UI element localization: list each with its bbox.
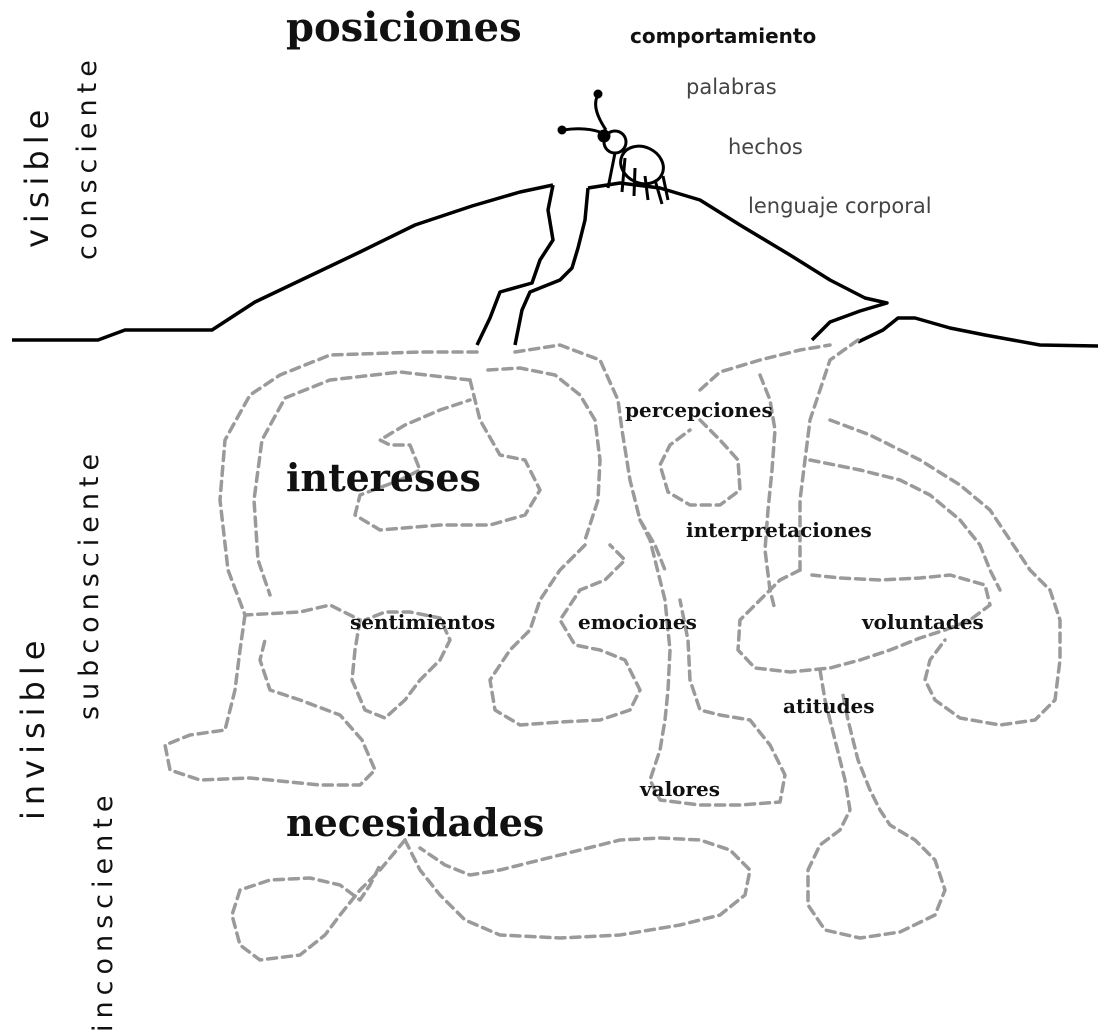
tunnel-intereses-pocket <box>513 343 667 572</box>
blob-emociones <box>488 543 642 727</box>
label-percepciones: percepciones <box>625 398 773 422</box>
tunnel-atitudes <box>806 668 947 940</box>
label-voluntades: voluntades <box>862 610 984 634</box>
label-valores: valores <box>640 777 721 801</box>
label-palabras: palabras <box>686 75 777 99</box>
label-visible: visible <box>18 103 56 248</box>
label-inconsciente: inconsciente <box>88 789 119 1032</box>
tunnel-intereses-inner <box>252 370 472 597</box>
tunnel-voluntades-right <box>808 458 1002 592</box>
tunnel-intereses-loop <box>486 366 602 542</box>
tunnel-necesidades <box>403 836 752 940</box>
tunnel-valores <box>638 518 787 807</box>
blob-necesidades <box>230 838 407 962</box>
bug-icon <box>557 89 670 205</box>
label-subconsciente: subconsciente <box>74 447 105 720</box>
mountain-outline-right <box>587 181 889 342</box>
blob-percepciones <box>658 418 742 507</box>
ground-right <box>857 316 1098 348</box>
tunnel-voluntades-outer <box>828 418 1062 727</box>
tunnel-percepciones-right <box>698 343 832 392</box>
blob-sentimientos <box>350 610 452 720</box>
tunnel-interpretaciones <box>758 373 777 612</box>
blob-voluntades <box>736 568 992 674</box>
label-sentimientos: sentimientos <box>350 610 496 634</box>
label-posiciones: posiciones <box>286 4 522 51</box>
label-emociones: emociones <box>578 610 697 634</box>
crack-right <box>513 187 590 346</box>
tunnel-intereses-outer <box>218 350 479 622</box>
label-atitudes: atitudes <box>783 694 875 718</box>
tunnel-sentimientos-down <box>163 613 377 787</box>
label-hechos: hechos <box>728 135 803 159</box>
label-consciente: consciente <box>72 54 103 260</box>
label-lenguaje-corporal: lenguaje corporal <box>748 194 932 218</box>
label-interpretaciones: interpretaciones <box>686 518 872 542</box>
label-comportamiento: comportamiento <box>630 24 817 48</box>
label-intereses: intereses <box>286 455 481 500</box>
blob-intereses <box>353 378 542 532</box>
label-necesidades: necesidades <box>286 800 545 845</box>
label-invisible: invisible <box>14 634 52 820</box>
mountain-outline <box>12 183 554 342</box>
tunnel-percepciones-mid <box>798 338 860 572</box>
crack-left <box>475 184 555 346</box>
